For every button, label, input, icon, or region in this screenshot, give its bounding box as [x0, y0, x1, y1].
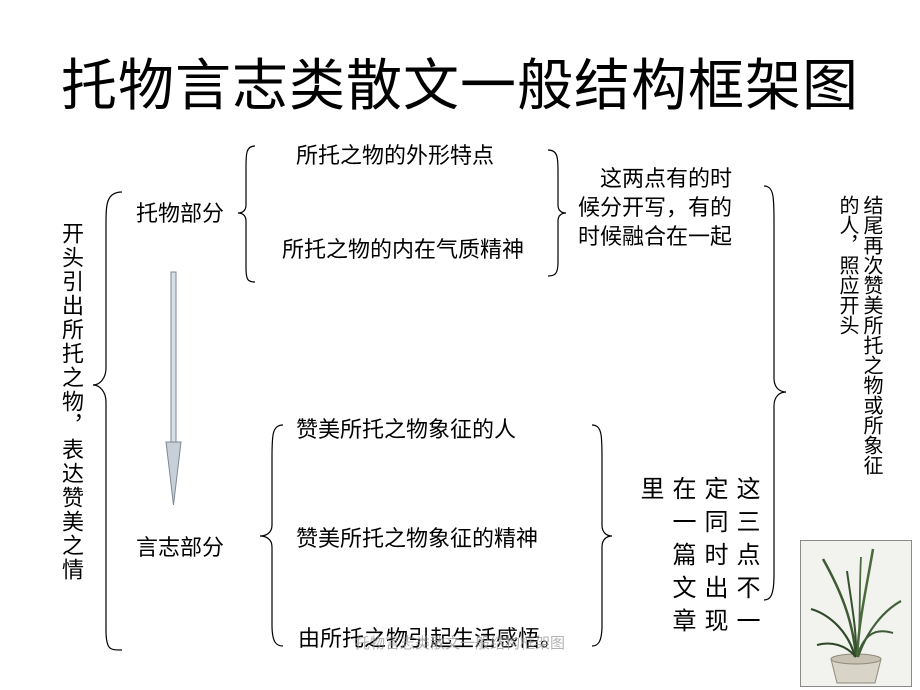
part2-note: 这三点不一定同时出现在一篇文章里 — [636, 476, 760, 641]
part1-item-spirit: 所托之物的内在气质精神 — [282, 238, 525, 263]
opening-text: 开头引出所托之物，表达赞美之情 — [58, 222, 83, 582]
part1-right-brace — [547, 149, 567, 277]
right-main-brace — [763, 185, 787, 601]
left-main-brace — [92, 191, 123, 651]
part1-item-shape: 所托之物的外形特点 — [296, 144, 495, 169]
down-arrow — [165, 271, 182, 506]
ending-text: 结尾再次赞美所托之物或所象征的人，照应开头 — [836, 195, 884, 475]
part2-item-person: 赞美所托之物象征的人 — [296, 418, 517, 443]
part2-right-brace — [591, 424, 613, 647]
watermark-text: 托物言志类散文一般结构框架图 — [354, 634, 565, 652]
part1-label: 托物部分 — [136, 202, 225, 227]
plant-illustration — [810, 548, 902, 684]
page-title: 托物言志类散文一般结构框架图 — [61, 54, 859, 119]
part1-items-brace — [237, 145, 256, 283]
part2-item-insight: 由所托之物引起生活感悟。 — [298, 627, 563, 652]
part2-label: 言志部分 — [136, 536, 225, 561]
part2-items-brace — [259, 424, 284, 647]
plant-image — [800, 540, 912, 687]
part1-note: 这两点有的时候分开写，有的时候融合在一起 — [578, 167, 733, 250]
part2-item-spirit: 赞美所托之物象征的精神 — [296, 527, 539, 552]
